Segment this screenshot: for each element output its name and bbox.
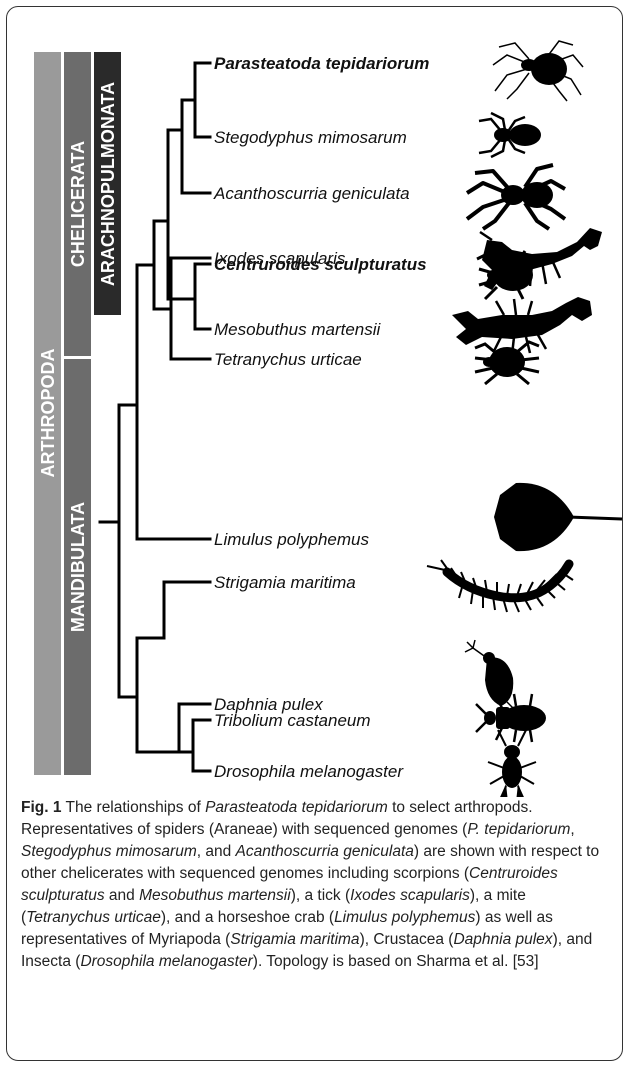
figure-frame: ARTHROPODA CHELICERATA MANDIBULATA ARACH… xyxy=(6,6,623,1061)
caption-species-name: Daphnia pulex xyxy=(453,931,552,948)
band-label-arthropoda: ARTHROPODA xyxy=(38,349,58,478)
caption-species-name: Limulus polyphemus xyxy=(334,909,475,926)
caption-text-run: ), and a horseshoe crab ( xyxy=(161,909,334,926)
figure-caption: Fig. 1 The relationships of Parasteatoda… xyxy=(21,797,616,973)
caption-text-run: , xyxy=(570,821,574,838)
figure-label: Fig. 1 xyxy=(21,799,61,816)
tarantula-icon xyxy=(467,165,565,229)
taxon-label: Strigamia maritima xyxy=(214,573,356,592)
taxon-label: Stegodyphus mimosarum xyxy=(214,128,407,147)
caption-species-name: Mesobuthus martensii xyxy=(139,887,291,904)
band-label-chelicerata: CHELICERATA xyxy=(68,141,88,267)
taxon-label: Mesobuthus martensii xyxy=(214,320,382,339)
taxon-label: Tribolium castaneum xyxy=(214,711,371,730)
taxon-label: Limulus polyphemus xyxy=(214,530,369,549)
horseshoe-crab-icon xyxy=(494,483,622,551)
caption-species-name: Parasteatoda tepidariorum xyxy=(205,799,388,816)
caption-species-name: Tetranychus urticae xyxy=(26,909,161,926)
centipede-icon xyxy=(427,560,573,612)
band-label-arachnopulmonata: ARACHNOPULMONATA xyxy=(98,82,118,286)
beetle-icon xyxy=(476,694,546,742)
caption-species-name: Ixodes scapularis xyxy=(350,887,470,904)
spider-icon xyxy=(493,41,583,101)
caption-text-run: The relationships of xyxy=(61,799,205,816)
taxon-label: Acanthoscurria geniculata xyxy=(213,184,410,203)
caption-text-run: , and xyxy=(197,843,236,860)
caption-text: The relationships of Parasteatoda tepida… xyxy=(21,799,599,970)
phylogenetic-tree: ARTHROPODA CHELICERATA MANDIBULATA ARACH… xyxy=(7,7,623,797)
taxon-label: Drosophila melanogaster xyxy=(214,762,404,781)
water-flea-icon xyxy=(465,640,523,718)
caption-text-run: ). Topology is based on Sharma et al. [5… xyxy=(253,953,539,970)
caption-species-name: Stegodyphus mimosarum xyxy=(21,843,197,860)
caption-text-run: ), Crustacea ( xyxy=(360,931,454,948)
fly-icon xyxy=(488,730,536,797)
caption-species-name: Acanthoscurria geniculata xyxy=(236,843,414,860)
caption-species-name: P. tepidariorum xyxy=(467,821,570,838)
caption-species-name: Strigamia maritima xyxy=(230,931,359,948)
band-label-mandibulata: MANDIBULATA xyxy=(68,502,88,632)
taxon-label: Ixodes scapularis xyxy=(214,249,346,268)
taxon-label: Tetranychus urticae xyxy=(214,350,362,369)
taxon-label: Parasteatoda tepidariorum xyxy=(214,54,429,73)
caption-text-run: and xyxy=(105,887,139,904)
caption-text-run: ), a tick ( xyxy=(291,887,350,904)
caption-species-name: Drosophila melanogaster xyxy=(80,953,252,970)
spider-icon xyxy=(479,113,541,157)
